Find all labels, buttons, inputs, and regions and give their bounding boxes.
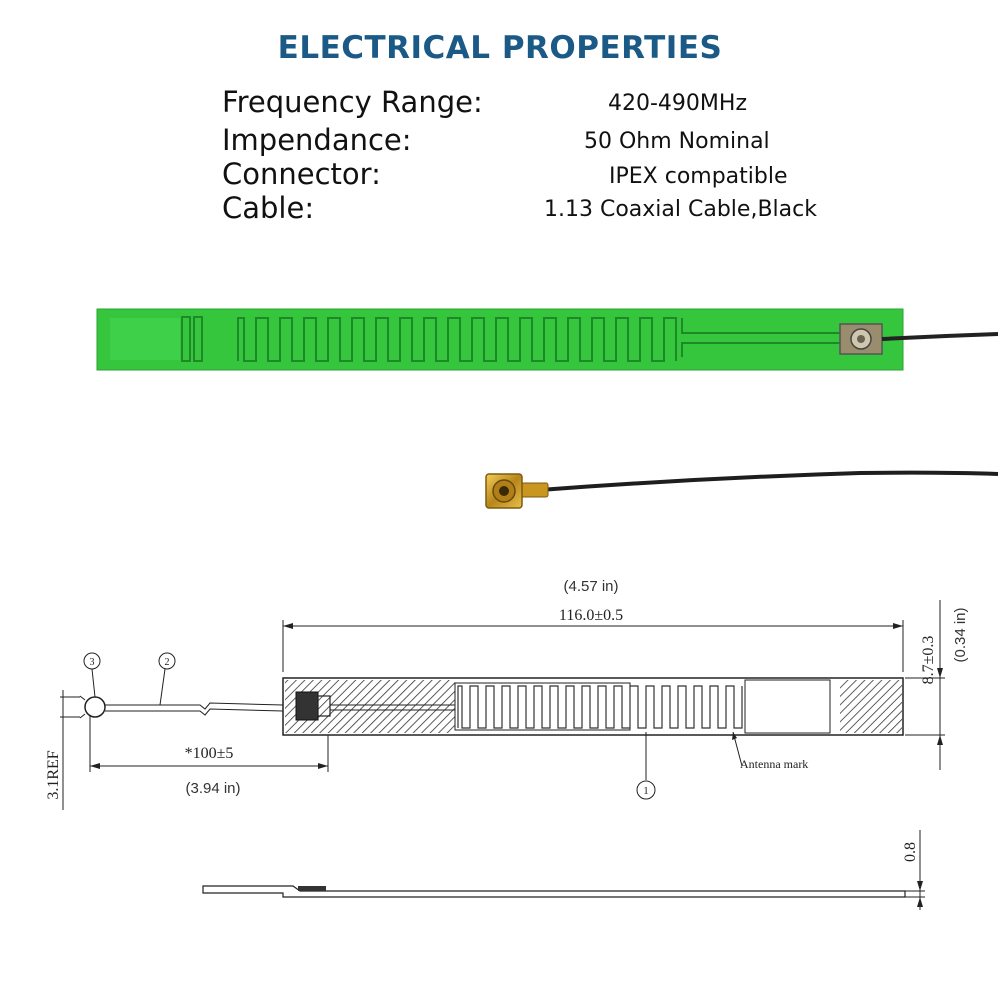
antenna-mark-label: Antenna mark <box>740 757 808 771</box>
technical-drawing <box>60 600 945 910</box>
ipex-connector-photo <box>485 470 999 509</box>
callout-1: 1 <box>643 785 649 797</box>
impedance-value: 50 Ohm Nominal <box>584 129 770 154</box>
cable-length-mm-label: *100±5 <box>185 745 234 762</box>
frequency-range-label: Frequency Range: <box>222 85 483 119</box>
cable-label: Cable: <box>222 191 315 225</box>
cable-value: 1.13 Coaxial Cable,Black <box>544 197 817 222</box>
connector-value: IPEX compatible <box>609 164 788 189</box>
cable-length-inch-label: (3.94 in) <box>185 780 240 797</box>
callout-3: 3 <box>90 657 95 668</box>
ref-label: 3.1REF <box>45 750 62 799</box>
callout-2: 2 <box>165 657 170 668</box>
width-mm-label: 8.7±0.3 <box>920 636 937 685</box>
connector-label: Connector: <box>222 157 381 191</box>
thickness-label: 0.8 <box>902 842 919 862</box>
pcb-antenna-photo <box>96 308 999 371</box>
frequency-range-value: 420-490MHz <box>608 91 747 116</box>
impedance-label: Impendance: <box>222 123 412 157</box>
length-inch-label: (4.57 in) <box>563 578 618 595</box>
width-inch-label: (0.34 in) <box>952 607 969 662</box>
length-mm-label: 116.0±0.5 <box>559 607 623 624</box>
page-title: ELECTRICAL PROPERTIES <box>277 30 723 66</box>
